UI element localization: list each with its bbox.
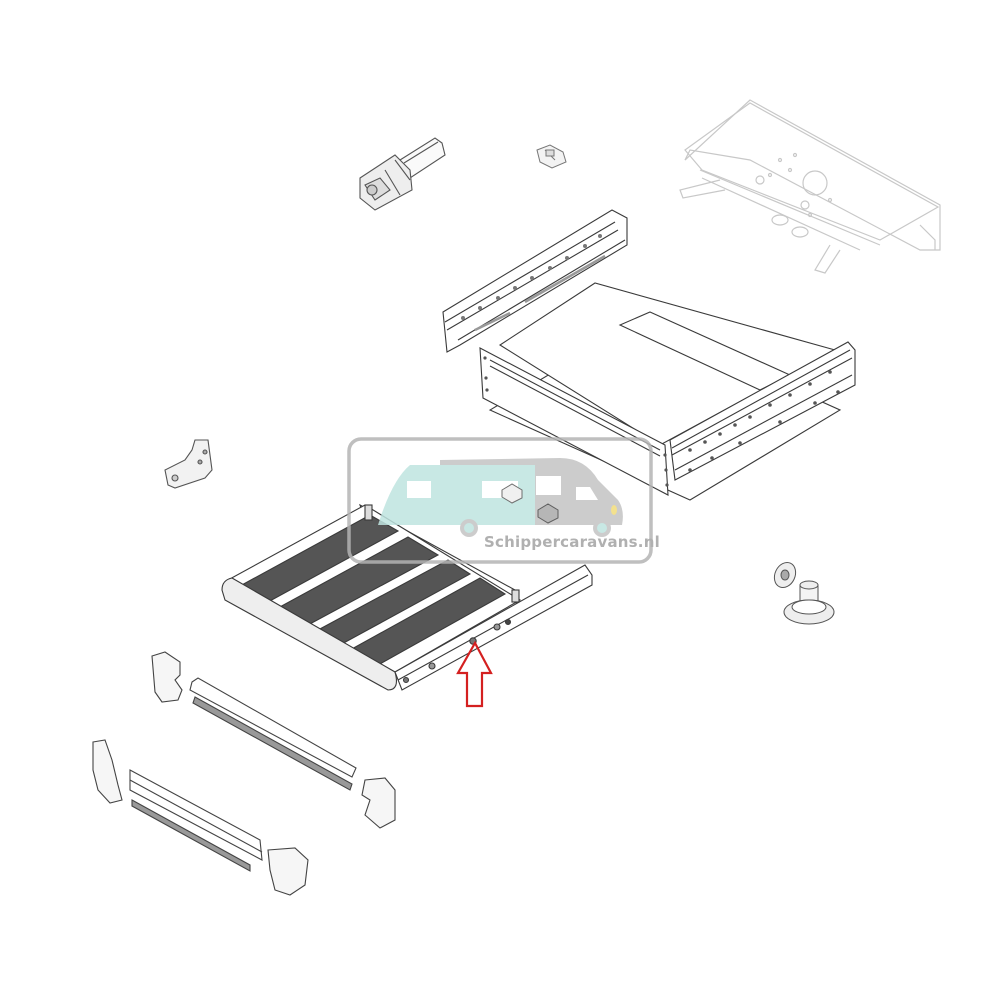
motor-gearbox	[359, 137, 446, 211]
step-housing	[442, 209, 856, 501]
watermark-logo	[347, 437, 653, 564]
front-profile-lower	[92, 739, 309, 896]
front-profile-upper	[151, 651, 396, 829]
step-tread	[221, 503, 593, 691]
watermark-text: Schippercaravans.nl	[484, 533, 660, 551]
caravan-icon	[378, 465, 535, 525]
side-bracket	[164, 439, 213, 489]
highlight-arrow-icon	[456, 640, 493, 708]
small-bracket-top	[536, 144, 567, 169]
gear-set	[773, 561, 835, 625]
mounting-plate	[679, 99, 941, 274]
